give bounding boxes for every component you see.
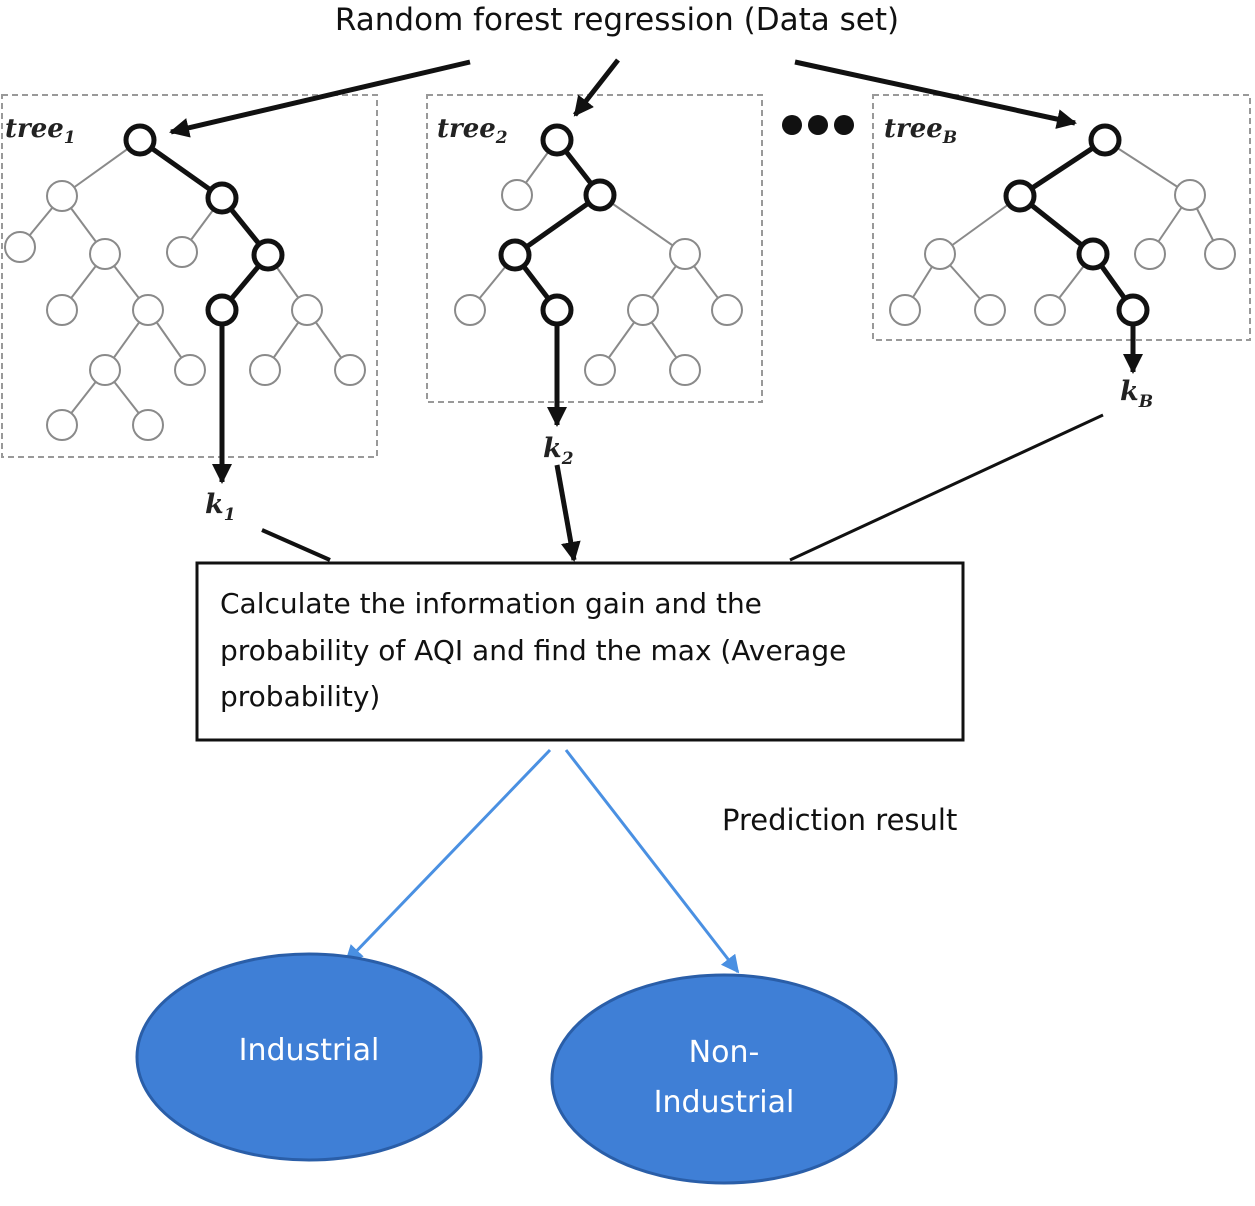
tree-b-box [872,94,1251,341]
output-kb: kB [1120,376,1153,412]
arrow-title-to-tree-1 [169,59,471,138]
tree-1 [4,123,366,441]
calculation-line-3: probability) [220,680,380,713]
arrow-to-industrial [344,748,552,964]
output-k1: k1 [205,489,236,525]
arrow-to-non-industrial [564,749,740,974]
industrial-label: Industrial [239,1033,380,1068]
ellipsis-dot [808,115,828,135]
tree-b-label: treeB [884,114,957,148]
arrow-title-to-tree-b [794,59,1077,129]
calculation-line-1: Calculate the information gain and the [220,587,762,620]
tree-1-box [1,94,378,458]
connector-kb-to-box [789,413,1104,562]
calculation-line-2: probability of AQI and find the max (Ave… [220,634,846,667]
ellipsis-dot [782,115,802,135]
industrial-oval [135,952,483,1162]
connector-k1-to-box [261,528,331,562]
arrow-title-to-tree-2 [573,58,620,117]
tree-2-label: tree2 [437,114,508,148]
prediction-result-label: Prediction result [722,803,957,837]
tree-b [889,123,1236,327]
tree-2 [454,123,743,386]
tree-2-box [426,94,763,403]
tree-1-label: tree1 [5,114,76,148]
non-industrial-label-line-2: Industrial [654,1085,795,1120]
ellipsis-dot [834,115,854,135]
arrow-k2-to-box [554,464,581,562]
non-industrial-oval [550,973,898,1185]
calculation-box [195,561,965,742]
output-k2: k2 [543,433,574,469]
non-industrial-label-line-1: Non- [689,1035,760,1070]
diagram-title: Random forest regression (Data set) [335,2,899,38]
